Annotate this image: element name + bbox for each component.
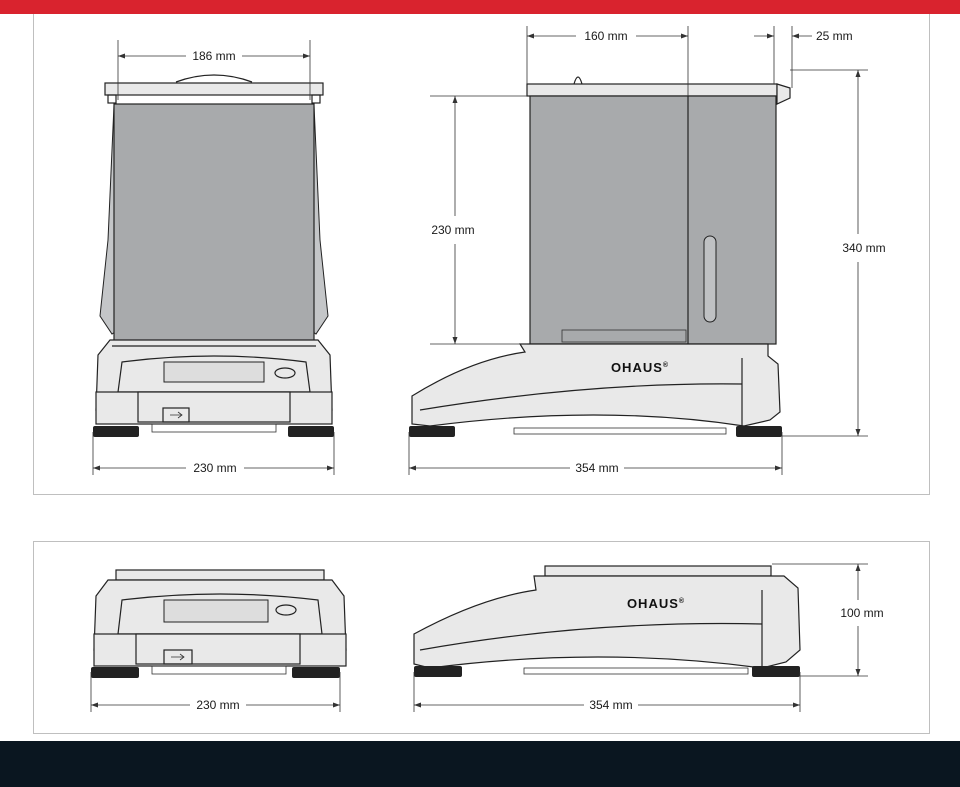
top-accent-bar — [0, 0, 960, 14]
dimension-front-base-width-top: 230 mm — [92, 432, 335, 475]
dimension-side-chamber-height: 230 mm — [430, 95, 527, 345]
dimension-side-draftshield-depth: 160 mm — [526, 26, 689, 96]
dimension-side-base-depth-bottom: 354 mm — [413, 672, 801, 712]
label-100mm: 100 mm — [840, 606, 883, 620]
label-160mm: 160 mm — [584, 29, 627, 43]
label-230mm-bottom: 230 mm — [196, 698, 239, 712]
front-view-draftshield-balance — [93, 74, 334, 437]
bottom-footer-bar — [0, 741, 960, 787]
label-230mm-top: 230 mm — [193, 461, 236, 475]
dimension-side-total-height: 340 mm — [782, 69, 886, 437]
dimension-side-overhang: 25 mm — [754, 26, 853, 88]
label-230mm-height: 230 mm — [431, 223, 474, 237]
front-view-compact-balance — [91, 569, 347, 678]
side-view-draftshield-balance: OHAUS® — [409, 76, 791, 437]
label-186mm: 186 mm — [192, 49, 235, 63]
dimension-front-base-width-bottom: 230 mm — [90, 672, 341, 712]
ohaus-logo-bottom: OHAUS® — [627, 596, 685, 611]
label-340mm: 340 mm — [842, 241, 885, 255]
dimension-side-base-depth-top: 354 mm — [408, 432, 783, 475]
dimension-side-height-bottom: 100 mm — [772, 563, 884, 677]
label-25mm: 25 mm — [816, 29, 853, 43]
label-354mm-top: 354 mm — [575, 461, 618, 475]
label-354mm-bottom: 354 mm — [589, 698, 632, 712]
side-view-compact-balance: OHAUS® — [413, 565, 801, 677]
dimension-front-draftshield-width: 186 mm — [117, 40, 311, 100]
ohaus-logo-top: OHAUS® — [611, 360, 669, 375]
